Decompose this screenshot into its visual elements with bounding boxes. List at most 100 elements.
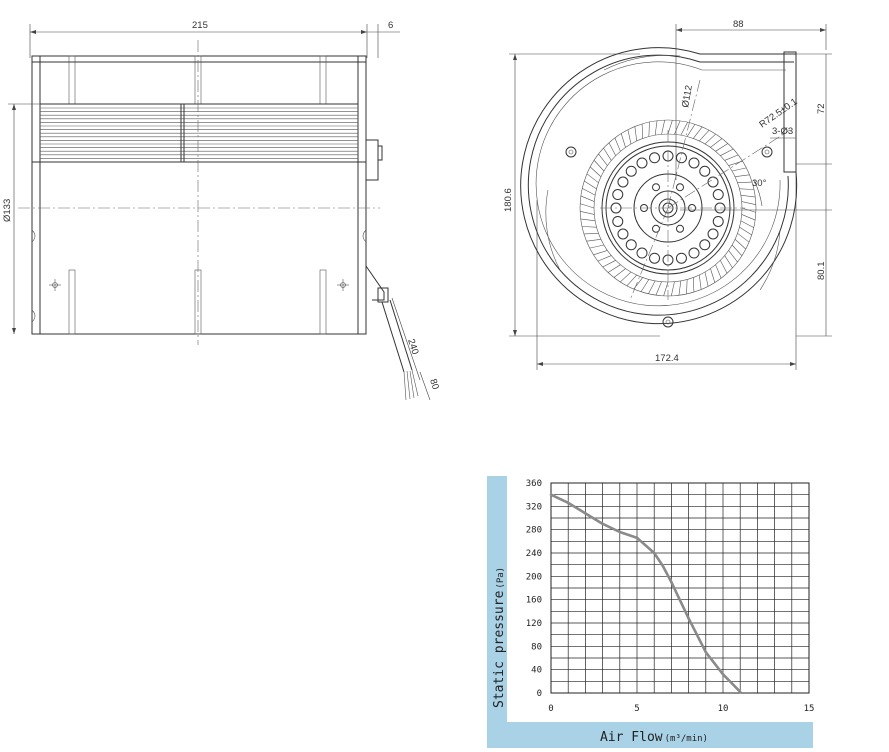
fan-blade <box>661 119 666 135</box>
fan-blade <box>693 126 703 139</box>
fan-blade <box>734 239 746 250</box>
curve-point <box>687 617 690 620</box>
fan-blade <box>580 218 596 222</box>
curve-point <box>721 673 725 676</box>
x-axis-label: Air Flow(m³/min) <box>600 730 708 745</box>
hub-vent-hole <box>712 215 724 227</box>
y-tick-label: 240 <box>526 549 542 559</box>
hub-vent-hole <box>675 152 687 164</box>
hub-vent-hole <box>699 239 711 251</box>
fan-blade <box>741 214 756 221</box>
fan-blade <box>741 207 756 213</box>
curve-point <box>566 501 570 505</box>
y-tick-label: 320 <box>526 502 542 512</box>
curve-point <box>635 536 639 540</box>
hub-vent-hole <box>688 157 700 169</box>
hub-vent-hole <box>625 239 637 251</box>
fan-blade <box>582 188 596 196</box>
fan-blade <box>648 121 650 137</box>
dim-bottom-172-4: 172.4 <box>655 353 679 364</box>
fan-blade <box>678 280 682 296</box>
dim-cable-80: 80 <box>427 378 441 391</box>
fan-blade <box>686 279 688 295</box>
fan-blade <box>710 138 723 148</box>
x-tick-label: 15 <box>804 704 815 714</box>
fan-blade <box>704 133 716 145</box>
y-tick-label: 40 <box>531 666 542 676</box>
curve-point <box>738 690 742 694</box>
hub-vent-hole <box>617 176 629 188</box>
fan-blade <box>654 120 658 136</box>
fan-blade <box>720 260 728 274</box>
fan-blade <box>580 203 595 209</box>
fan-blade <box>724 255 733 269</box>
x-tick-label: 10 <box>718 704 729 714</box>
pressure-flow-curve <box>550 493 742 693</box>
fan-blade <box>580 195 595 202</box>
hub-bolt-hole <box>676 183 684 192</box>
hub-vent-hole <box>699 165 711 177</box>
hub-vent-hole <box>707 176 719 188</box>
dim-right-80-1: 80.1 <box>816 262 827 281</box>
hub-vent-hole <box>649 252 661 264</box>
xlabel-band <box>487 722 813 748</box>
fan-blade <box>634 126 638 141</box>
curve-point <box>584 512 587 515</box>
hub-bolt-hole <box>652 183 660 192</box>
fan-blade <box>655 281 662 296</box>
y-tick-label: 120 <box>526 619 542 629</box>
fan-blade <box>731 244 743 256</box>
fan-blade <box>614 137 621 152</box>
y-axis-label: Static pressure(Pa) <box>492 567 507 708</box>
fan-blade <box>720 148 734 156</box>
fan-blade <box>698 275 702 290</box>
fan-blade <box>627 129 632 144</box>
plot-frame <box>550 482 810 694</box>
fan-blade <box>739 188 755 190</box>
y-tick-label: 200 <box>526 572 542 582</box>
fan-blade <box>670 281 675 297</box>
fan-blade <box>613 268 626 278</box>
curve-point <box>661 564 665 568</box>
curve-point <box>652 551 656 555</box>
x-tick-label: 0 <box>548 704 553 714</box>
dim-diameter-133: Ø133 <box>2 199 13 222</box>
fan-blade <box>597 255 612 262</box>
hub-vent-hole <box>612 215 624 227</box>
hub-vent-hole <box>636 247 648 259</box>
dim-offset-6: 6 <box>388 20 393 31</box>
fan-blade <box>603 147 612 161</box>
dim-height-180-6: 180.6 <box>503 188 514 212</box>
fan-blade <box>648 280 656 294</box>
fan-blade <box>620 133 626 148</box>
fan-blade <box>579 210 595 215</box>
fan-blade <box>590 166 602 177</box>
fan-blade <box>741 201 757 206</box>
fan-blade <box>724 154 739 161</box>
fan-blade <box>584 180 597 190</box>
hub-vent-hole <box>617 228 629 240</box>
fan-blade <box>608 142 616 156</box>
fan-blade <box>715 143 729 152</box>
y-tick-label: 160 <box>526 596 542 606</box>
fan-blade <box>728 250 738 263</box>
fan-blade <box>740 220 754 228</box>
hub-vent-hole <box>612 189 624 201</box>
dim-cable-240: 240 <box>405 338 420 356</box>
hub-vent-hole <box>712 189 724 201</box>
dim-top-width-88: 88 <box>733 19 744 30</box>
dim-width-215: 215 <box>192 20 208 31</box>
front-view: 88 180.6 72 80.1 172.4 <box>503 19 832 370</box>
fan-blade <box>740 194 756 198</box>
curve-point <box>670 580 673 584</box>
fan-blade <box>667 120 673 135</box>
hub-bolt-hole <box>676 224 684 233</box>
fan-blade <box>699 130 710 142</box>
fan-blade <box>739 226 752 236</box>
curve-point <box>704 650 708 654</box>
fan-blade <box>583 233 599 235</box>
fan-blade <box>640 279 650 292</box>
label-angle: 30° <box>752 178 767 189</box>
